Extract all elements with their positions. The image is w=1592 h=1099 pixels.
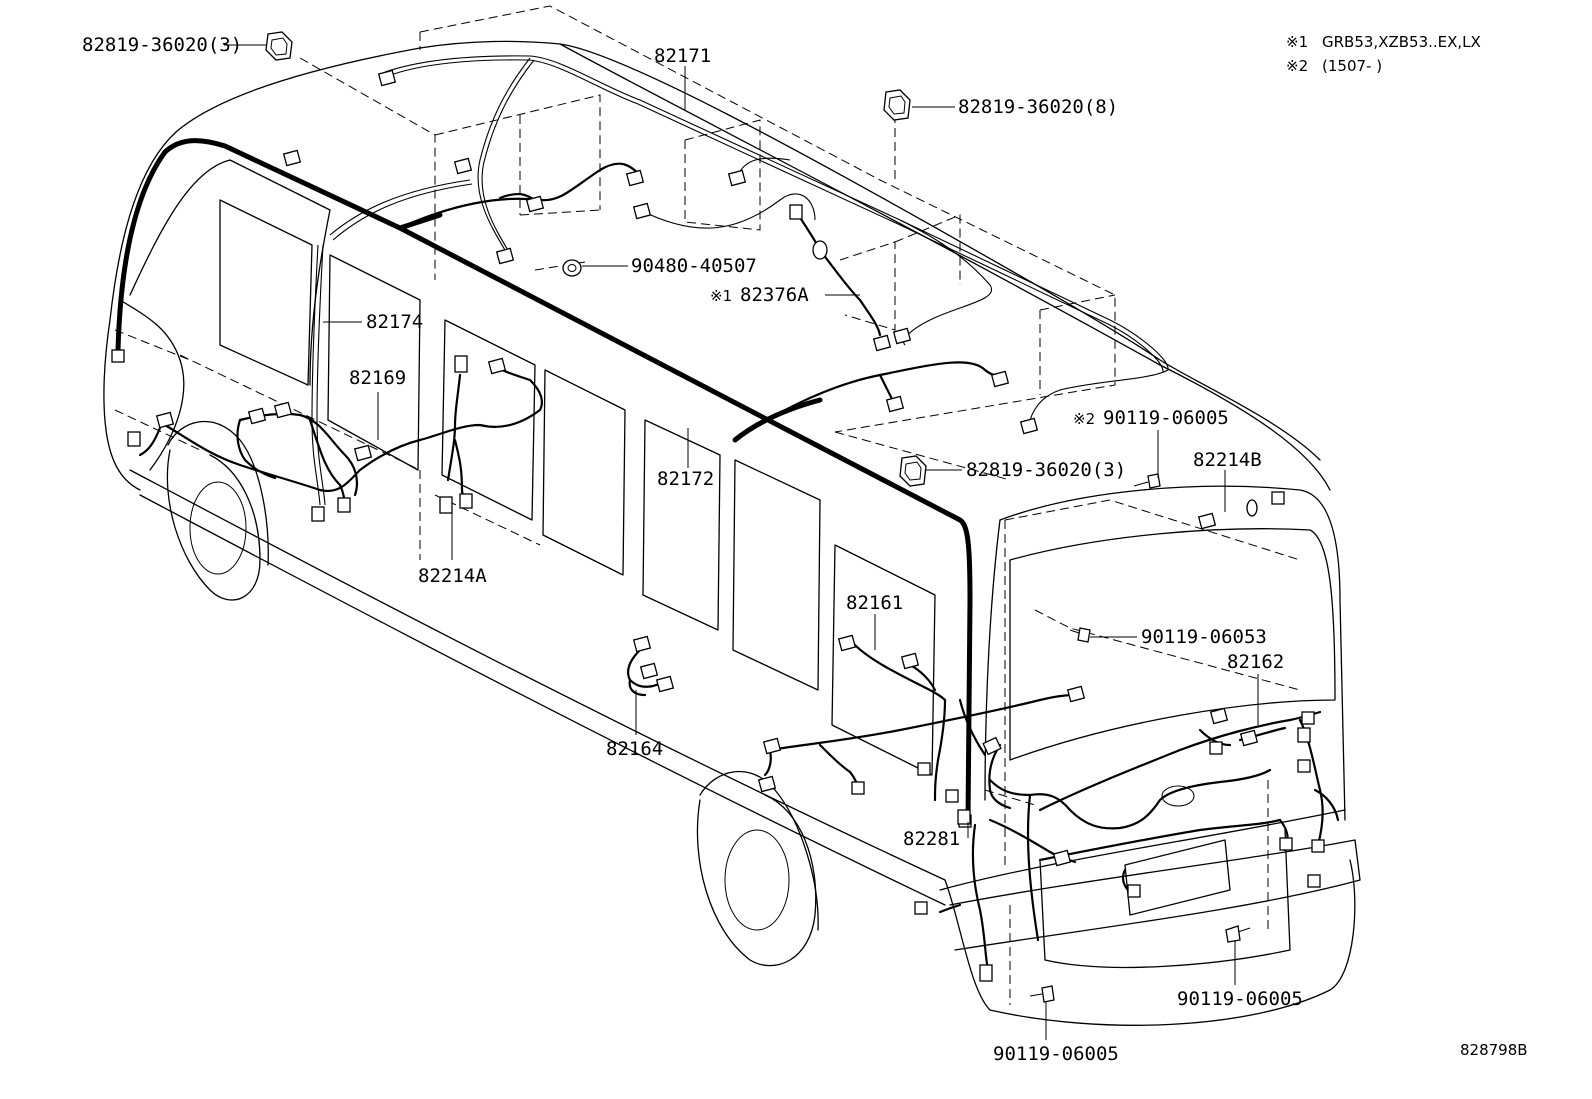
fasteners (265, 31, 1251, 1003)
label-82214b: 82214B (1193, 449, 1262, 471)
clip-icon (562, 259, 582, 277)
label-82161: 82161 (846, 592, 903, 614)
connectors (111, 69, 1325, 982)
label-82281: 82281 (903, 828, 960, 850)
note-2-text: (1507- ) (1322, 57, 1382, 75)
pad-icon (883, 89, 911, 121)
label-90119-06005-top-note-mark: ※2 (1073, 410, 1095, 428)
bolt-icon (1133, 473, 1161, 489)
label-90480-40507: 90480-40507 (631, 255, 757, 277)
van-body (103, 40, 1361, 1026)
label-90119-06005-bottom: 90119-06005 (993, 1043, 1119, 1065)
label-82819-36020-front: 82819-36020(3) (82, 34, 242, 56)
label-82376a: 82376A (740, 284, 809, 306)
note-1-text: GRB53,XZB53..EX,LX (1322, 33, 1481, 51)
note-1-mark: ※1 (1286, 33, 1308, 51)
label-82174: 82174 (366, 311, 423, 333)
label-82171: 82171 (654, 45, 711, 67)
label-82164: 82164 (606, 738, 663, 760)
bolt-icon (1069, 627, 1091, 643)
wire-harnesses (115, 55, 1340, 972)
bolt-icon (1029, 985, 1055, 1003)
label-90119-06005-top: 90119-06005 (1103, 407, 1229, 429)
pad-icon (899, 455, 927, 487)
part-labels: 82819-36020(3) 82171 82819-36020(8) 9048… (82, 34, 1303, 1065)
note-2-mark: ※2 (1286, 57, 1308, 75)
label-90119-06005-rear: 90119-06005 (1177, 988, 1303, 1010)
legend-notes: ※1 GRB53,XZB53..EX,LX ※2 (1507- ) (1286, 33, 1481, 75)
label-90119-06053: 90119-06053 (1141, 626, 1267, 648)
label-82819-36020-side: 82819-36020(3) (966, 459, 1126, 481)
label-82162: 82162 (1227, 651, 1284, 673)
label-82376a-note-mark: ※1 (710, 287, 732, 305)
label-82819-36020-roof: 82819-36020(8) (958, 96, 1118, 118)
label-82214a: 82214A (418, 565, 487, 587)
bolt-icon (1225, 925, 1251, 943)
label-82172: 82172 (657, 468, 714, 490)
label-82169: 82169 (349, 367, 406, 389)
leader-lines (224, 44, 1259, 1040)
pad-icon (265, 31, 293, 61)
diagram-id: 828798B (1460, 1041, 1528, 1059)
